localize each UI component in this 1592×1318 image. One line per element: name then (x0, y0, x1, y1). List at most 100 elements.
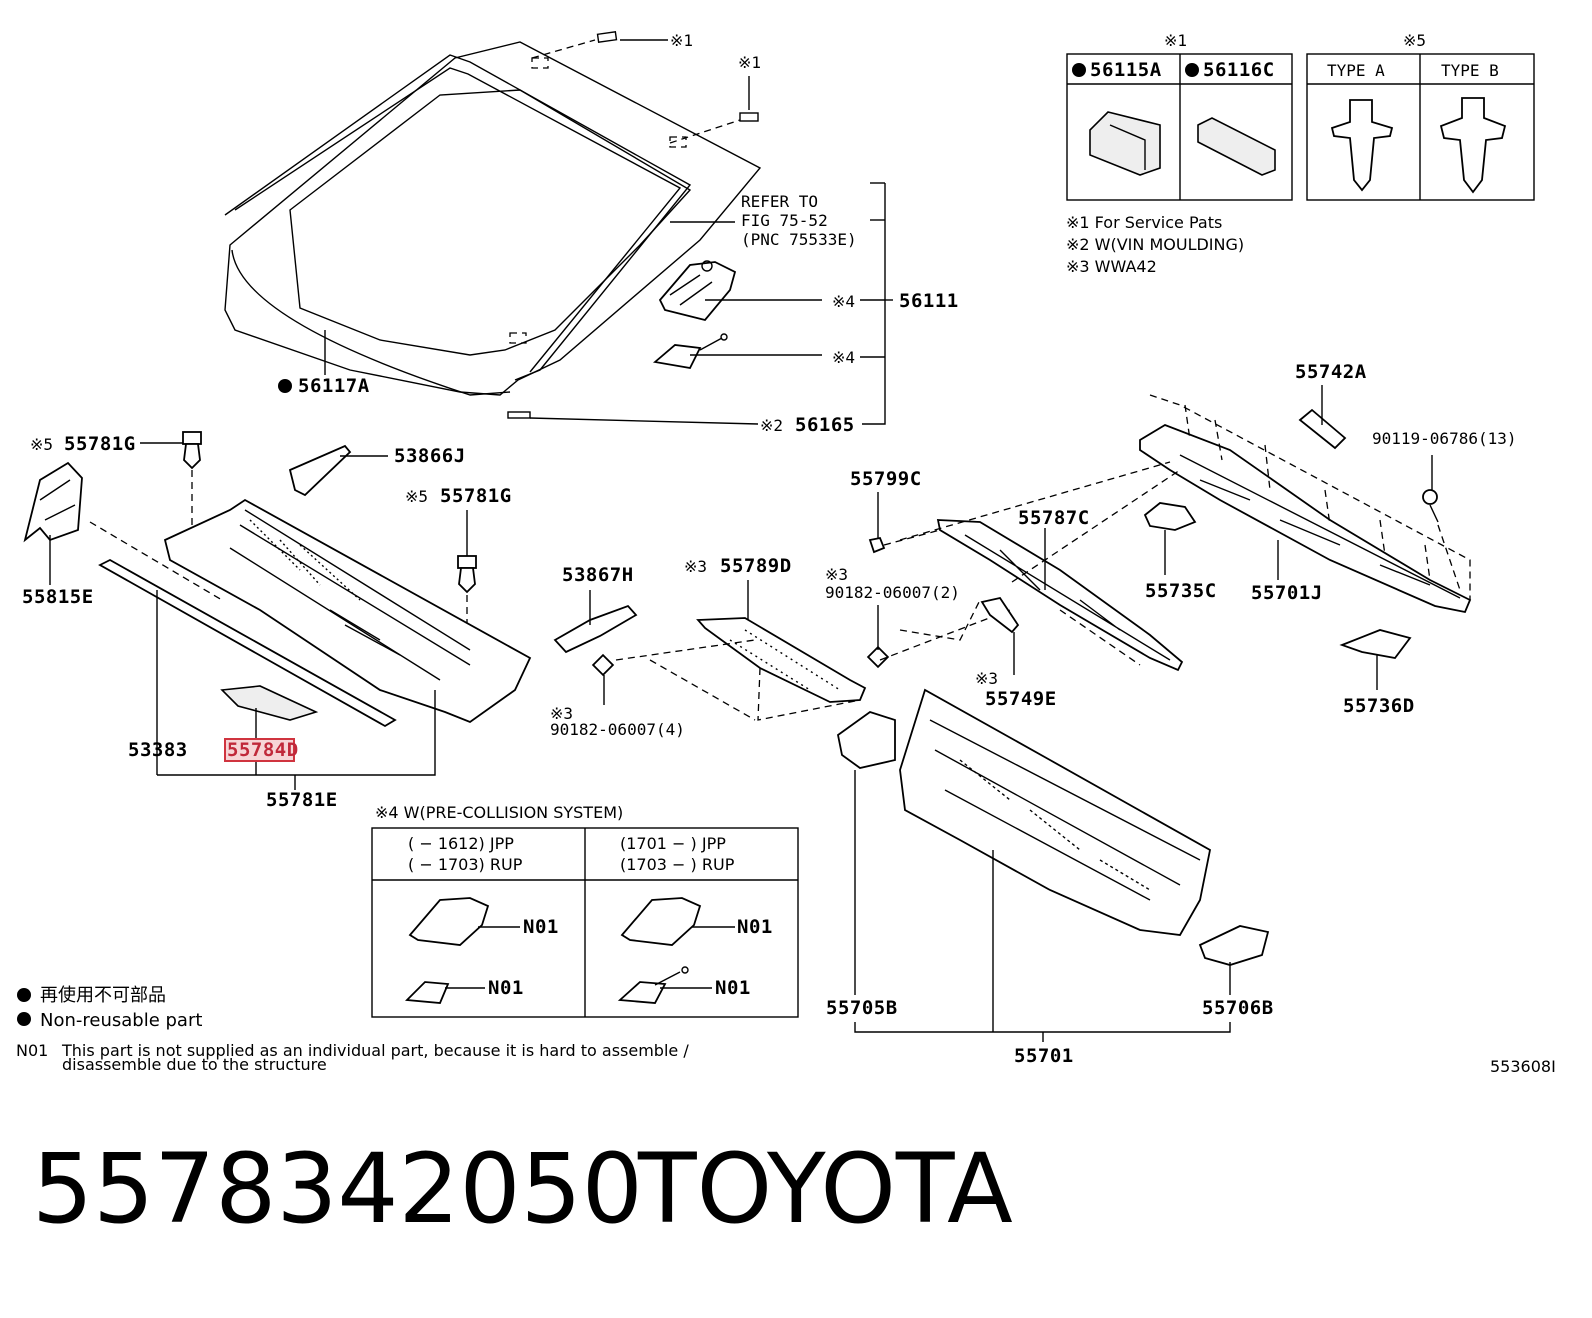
legend-en: Non-reusable part (40, 1010, 202, 1031)
windshield-moulding (224, 54, 692, 381)
ref-mark: ※5 (405, 487, 428, 506)
label-n01: N01 (523, 916, 559, 938)
non-reusable-dot-icon (1072, 63, 1086, 77)
cowl-seal-53383 (98, 558, 397, 728)
clip-type-table (1306, 53, 1535, 201)
label-56165: 56165 (795, 414, 855, 436)
label-90182-b: 90182-06007(2) (825, 583, 960, 602)
note-1: ※1 For Service Pats (1066, 213, 1222, 232)
reinforcement-55701J (1139, 424, 1472, 614)
label-55781E: 55781E (266, 789, 338, 811)
bracket-55735C (1143, 502, 1197, 531)
bracket-55705B (837, 711, 896, 769)
pcs-table (371, 827, 799, 1018)
pcs-right-2: (1703 − ) RUP (620, 855, 735, 874)
label-90119: 90119-06786(13) (1372, 429, 1517, 448)
windshield-glass (224, 41, 762, 396)
label-55781G-right: 55781G (440, 485, 512, 507)
pcs-bracket-lower (652, 333, 728, 369)
ref-mark: ※5 (1403, 31, 1426, 50)
pcs-left-1: ( − 1612) JPP (408, 834, 514, 853)
dash-panel-55701 (899, 688, 1212, 936)
ref-mark: ※1 (738, 53, 761, 72)
label-55735C: 55735C (1145, 580, 1217, 602)
non-reusable-dot-icon (1185, 63, 1199, 77)
pcs-right-1: (1701 − ) JPP (620, 834, 726, 853)
pcs-title: ※4 W(PRE-COLLISION SYSTEM) (375, 803, 623, 822)
brace-55787C (936, 519, 1184, 672)
label-n01: N01 (737, 916, 773, 938)
n01-note-1: This part is not supplied as an individu… (61, 1041, 689, 1060)
highlight-55784D (224, 738, 295, 762)
label-55742A: 55742A (1295, 361, 1367, 383)
cowl-pad-55784D (220, 685, 319, 721)
legend-jp: 再使用不可部品 (40, 985, 166, 1006)
label-55815E: 55815E (22, 586, 94, 608)
pcs-bracket-upper (658, 260, 737, 322)
label-55742A (1298, 408, 1347, 450)
label-56111: 56111 (899, 290, 959, 312)
table-56115A: 56115A (1090, 59, 1162, 81)
ref-mark: ※3 (825, 565, 848, 584)
label-55789D: 55789D (720, 555, 792, 577)
service-tabs (507, 30, 759, 419)
label-55799C: 55799C (850, 468, 922, 490)
cowl-side-seal-55815E (23, 461, 83, 543)
type-a-header: TYPE A (1327, 61, 1385, 80)
label-55784D: 55784D (227, 739, 299, 761)
bracket-55749E (980, 596, 1020, 634)
label-53383: 53383 (128, 739, 188, 761)
label-55701J: 55701J (1251, 582, 1323, 604)
label-55787C: 55787C (1018, 507, 1090, 529)
label-55736D: 55736D (1343, 695, 1415, 717)
label-90182-a: 90182-06007(4) (550, 720, 685, 739)
ref-mark: ※3 (550, 704, 573, 723)
part-number-caption: 5578342050 (32, 1133, 643, 1245)
seal-53867H (553, 604, 638, 654)
label-n01: N01 (715, 977, 751, 999)
label-53867H: 53867H (562, 564, 634, 586)
n01-code: N01 (16, 1041, 48, 1060)
label-55781G-left: 55781G (64, 433, 136, 455)
service-clip-table (1066, 53, 1293, 201)
label-55706B: 55706B (1202, 997, 1274, 1019)
n01-note-2: disassemble due to the structure (62, 1055, 327, 1074)
ref-mark: ※5 (30, 435, 53, 454)
refer-line-2: FIG 75-52 (741, 211, 828, 230)
cover-55789D (696, 617, 867, 703)
ref-mark: ※1 (670, 31, 693, 50)
refer-line-3: (PNC 75533E) (741, 230, 857, 249)
non-reusable-dot-icon (17, 988, 31, 1002)
clip-55781G-left (182, 431, 202, 470)
pcs-left-2: ( − 1703) RUP (408, 855, 523, 874)
label-55701: 55701 (1014, 1045, 1074, 1067)
ref-mark: ※3 (975, 669, 998, 688)
ref-mark: ※1 (1164, 31, 1187, 50)
label-56117A: 56117A (298, 375, 370, 397)
clip-55781G-right (457, 555, 477, 594)
bolt-90119 (1422, 489, 1439, 523)
label-n01: N01 (488, 977, 524, 999)
bracket-55736D (1339, 629, 1412, 659)
figure-id: 553608I (1490, 1057, 1556, 1076)
non-reusable-dot-icon (17, 1012, 31, 1026)
type-b-header: TYPE B (1441, 61, 1499, 80)
clip-55799C (868, 536, 886, 554)
note-2: ※2 W(VIN MOULDING) (1066, 235, 1244, 254)
note-3: ※3 WWA42 (1066, 257, 1157, 276)
label-55749E: 55749E (985, 688, 1057, 710)
ref-mark: ※4 (832, 292, 855, 311)
bracket-55706B (1198, 925, 1270, 966)
ref-mark: ※3 (684, 557, 707, 576)
nut-90182-a (591, 653, 615, 677)
label-55705B: 55705B (826, 997, 898, 1019)
label-53866J: 53866J (394, 445, 466, 467)
brand-caption: TOYOTA (637, 1133, 1013, 1245)
cowl-top-panel (163, 498, 532, 724)
refer-line-1: REFER TO (741, 192, 818, 211)
ref-mark: ※4 (832, 348, 855, 367)
non-reusable-dot-icon (278, 379, 292, 393)
corner-trim-53866J (288, 444, 352, 497)
table-56116C: 56116C (1203, 59, 1275, 81)
